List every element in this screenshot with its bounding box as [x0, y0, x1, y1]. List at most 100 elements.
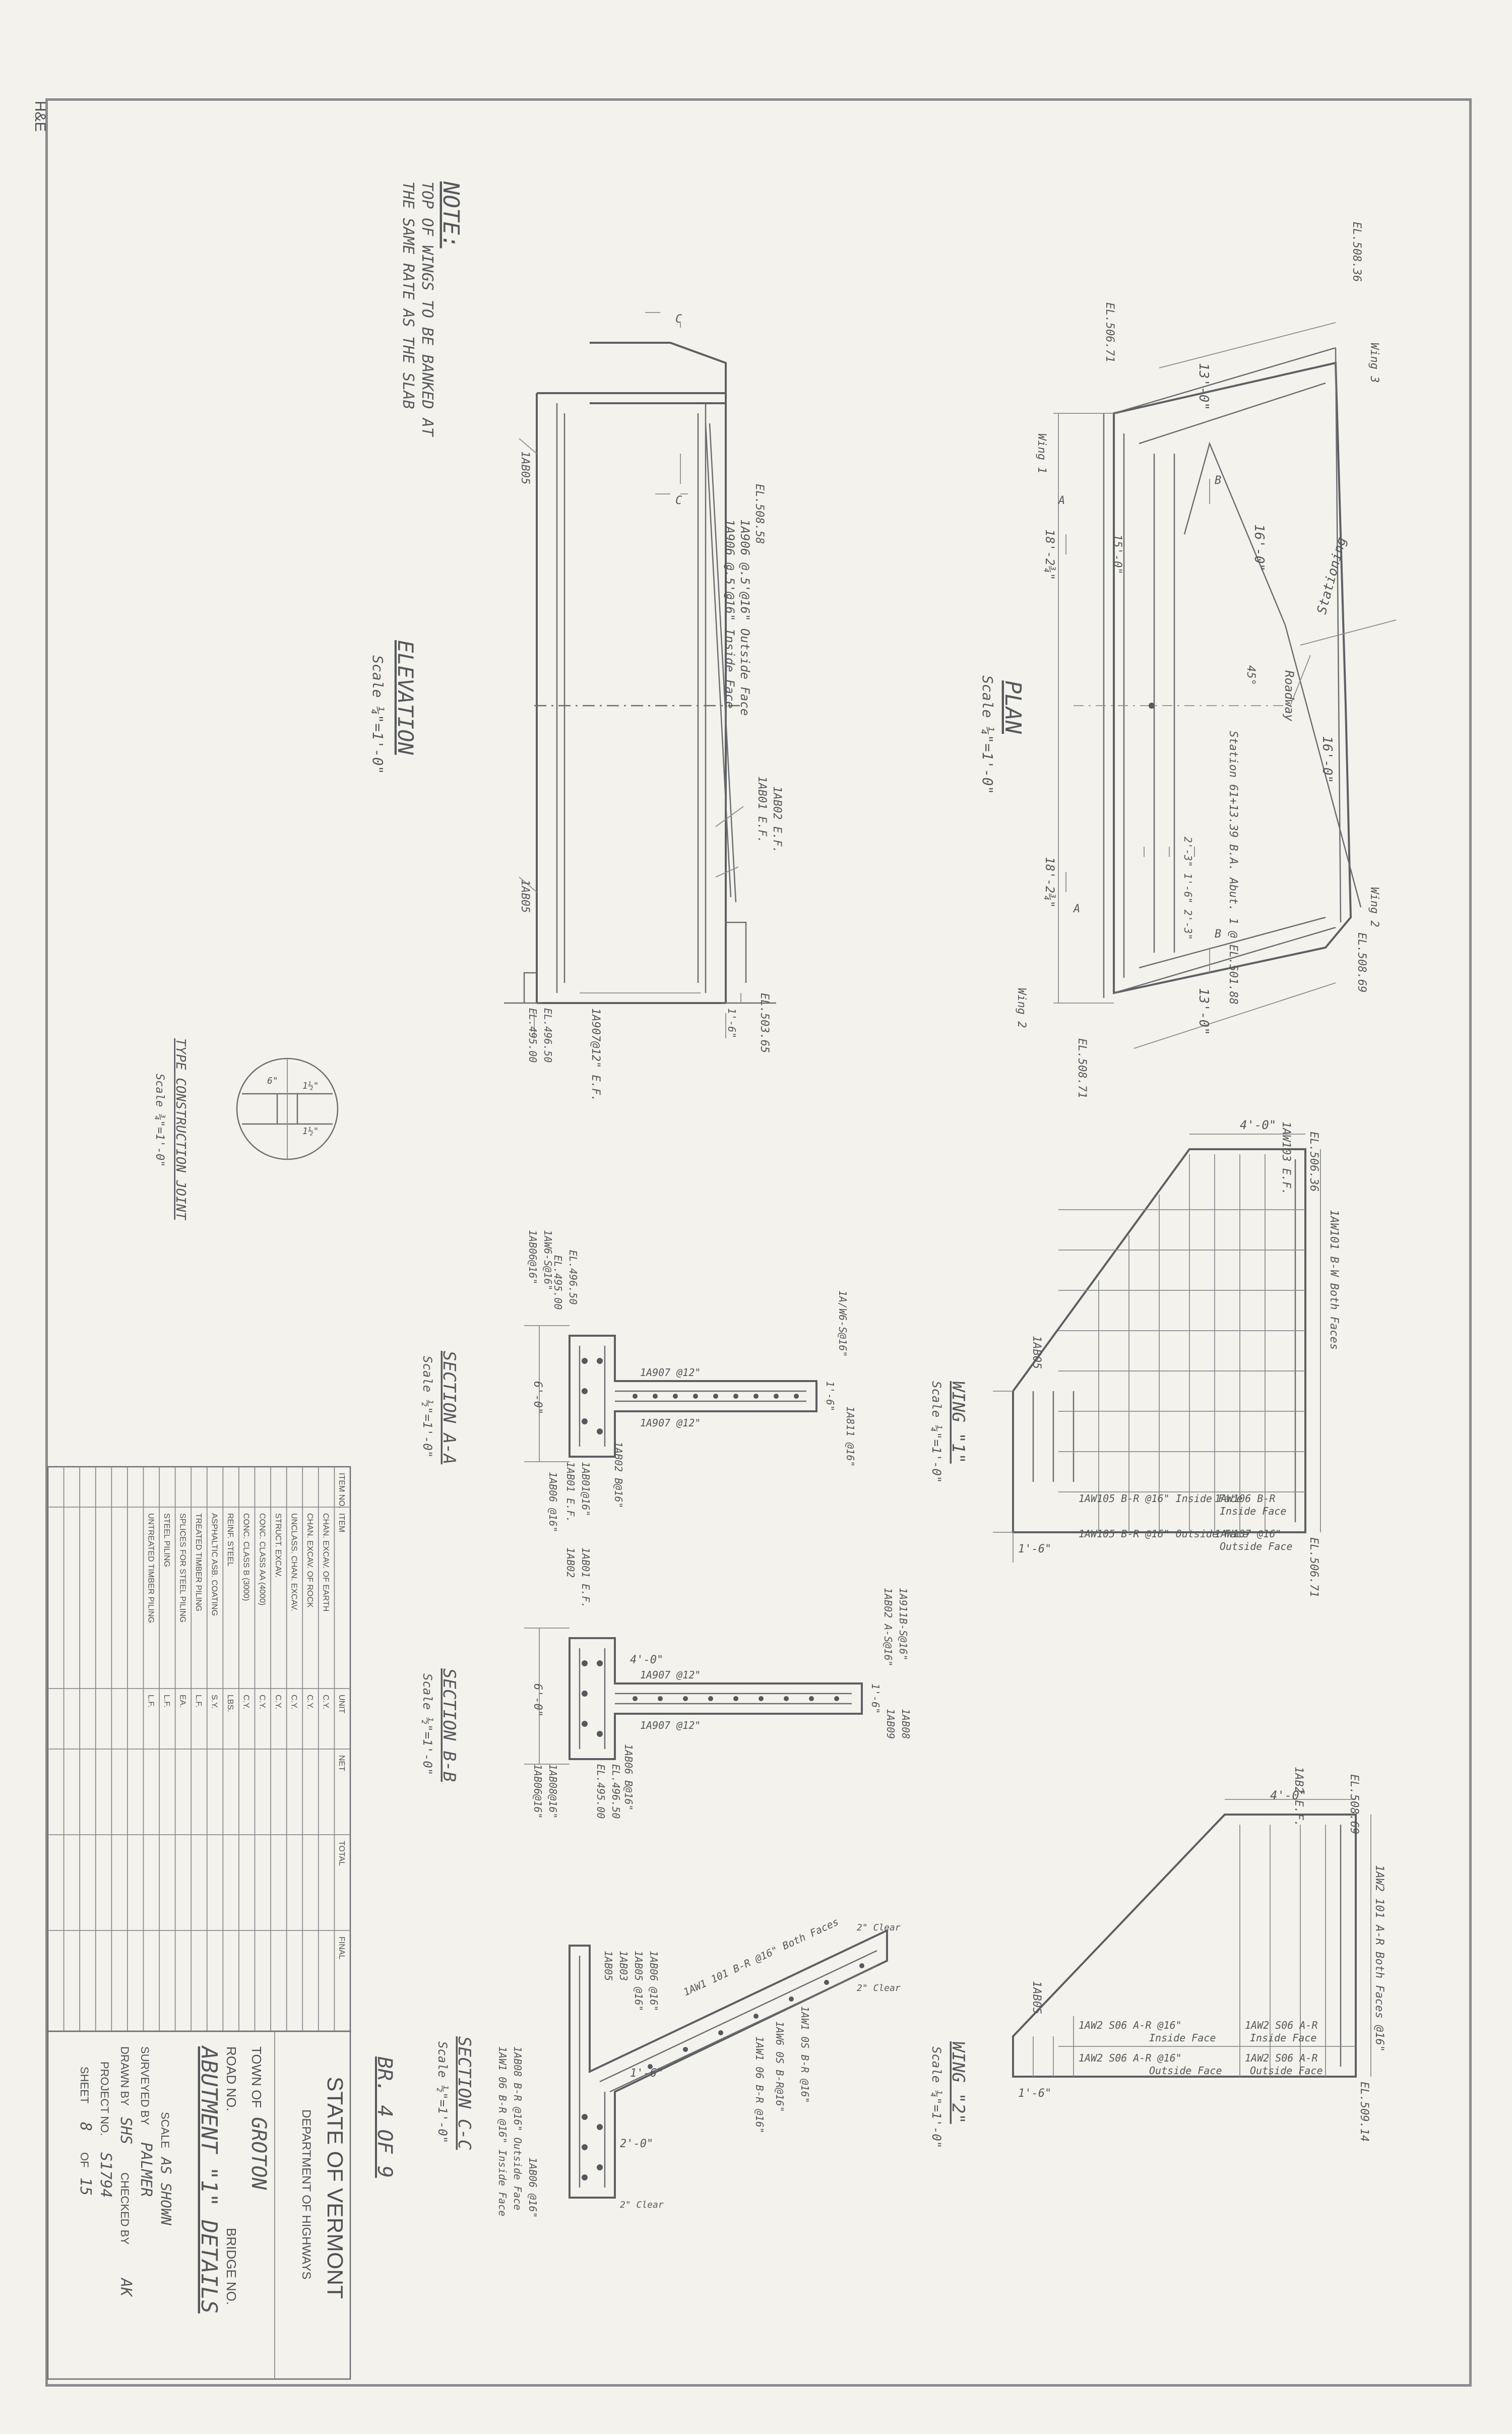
- plan-roadway: Roadway: [1282, 670, 1296, 722]
- table-cell: CHAN. EXCAV. OF ROCK: [305, 1513, 314, 1608]
- plan-title: PLAN: [1000, 680, 1026, 734]
- plan-dim-16-top: 16'-0": [1251, 524, 1267, 572]
- plan-dim-13-top: 13'-0": [1196, 363, 1211, 410]
- plan-stationing: Stationing: [1314, 536, 1349, 616]
- section-cc-dim2: 1'-6": [630, 2067, 663, 2080]
- wing2-bar-inside: 1AW2 S06 A-R @16": [1079, 2019, 1182, 2031]
- section-cc-bar4: 1AW1 06 B-R @16": [753, 2036, 766, 2134]
- wing1-left: 1AB05: [1030, 1336, 1043, 1369]
- table-cell: STEEL PILING: [162, 1513, 171, 1567]
- section-bb-bar7: 1AB06@16": [532, 1764, 544, 1819]
- section-bb-scale: Scale ½"=1'-0": [420, 1673, 434, 1775]
- section-cc-scale: Scale ½"=1'-0": [435, 2041, 450, 2143]
- title-scale-value: AS SHOWN: [158, 2156, 174, 2225]
- title-block: STATE OF VERMONT DEPARTMENT OF HIGHWAYS …: [47, 2030, 396, 2380]
- wing2-bar-outside: 1AW2 S06 A-R @16": [1079, 2052, 1182, 2064]
- section-aa-bar2: 1A907 @12": [640, 1417, 701, 1429]
- elevation-section-c: C: [675, 313, 682, 326]
- elevation-bars-outside: 1A906 @.5'@16" Outside Face: [738, 519, 752, 716]
- joint-d3: 1½": [302, 1126, 319, 1137]
- table-cell: L.F.: [146, 1695, 155, 1708]
- section-aa-bar4: 1AB01 E.F.: [564, 1462, 577, 1522]
- section-cc-bar3: 1AW6 0S B-R@16": [774, 2021, 786, 2112]
- section-bb-bar9: 1A911B-S@16": [897, 1588, 909, 1661]
- title-sheet-label: SHEET: [78, 2067, 91, 2103]
- elevation-bar-d: 1AB02 E.F.: [771, 786, 783, 853]
- elevation-dim-right: 1'-6": [726, 1008, 738, 1038]
- title-project-label: PROJECT NO.: [98, 2062, 111, 2136]
- wing1-bars-face: 1AW101 B-W Both Faces: [1328, 1210, 1340, 1350]
- table-cell: UNCLASS. CHAN. EXCAV.: [289, 1513, 298, 1611]
- table-cell: UNTREATED TIMBER PILING: [146, 1513, 155, 1623]
- section-cc-bar9: 1AB08 B-R @16" Outside Face: [512, 2046, 524, 2210]
- note-block: NOTE: TOP OF WINGS TO BE BANKED AT THE S…: [399, 181, 464, 438]
- section-cc-cover1: 2" Clear: [857, 1922, 901, 1933]
- table-cell: EA.: [178, 1695, 186, 1708]
- section-aa-bar7: 1AB06 @16": [547, 1472, 559, 1532]
- table-cell: S.Y.: [210, 1695, 219, 1709]
- title-br-label: BR. 4 OF 9: [373, 2056, 396, 2178]
- section-cc-cover2: 2" Clear: [857, 1983, 901, 1993]
- section-aa-bar6: 1A811 @16": [844, 1406, 856, 1467]
- elevation-el-bot: EL.503.65: [758, 993, 771, 1053]
- elevation-el-top-left: EL.508.58: [753, 484, 766, 544]
- wing2-bar-r1: 1AW2 S06 A-R: [1245, 2019, 1318, 2031]
- plan-dim-18-top: 18'-2¾": [1043, 529, 1057, 580]
- section-cc-bar7: 1AB05 @16": [633, 1951, 645, 2011]
- title-sheet-no: 8: [77, 2122, 94, 2131]
- wing1-top: 1AW103 E.F.: [1280, 1121, 1292, 1195]
- table-header: ITEM NO.: [337, 1473, 346, 1509]
- table-header: UNIT: [337, 1695, 346, 1714]
- table-cell: REINF. STEEL: [226, 1513, 234, 1567]
- wing1-bar-outside: 1AW105 B-R @16" Outside Face: [1079, 1528, 1248, 1540]
- table-cell: CONC. CLASS AA (4000): [258, 1513, 266, 1605]
- table-cell: SPLICES FOR STEEL PILING: [178, 1513, 186, 1622]
- section-bb-bar1: 1A907 @12": [640, 1669, 701, 1681]
- wing2-bar-r2: 1AW2 S06 A-R: [1245, 2052, 1318, 2064]
- wing2-top: 1AB2 E.F.: [1292, 1767, 1305, 1827]
- title-drawing: ABUTMENT "1" DETAILS: [196, 2045, 222, 2314]
- wing1-bar-r2: 1AW107 @16": [1215, 1528, 1281, 1540]
- wing2-bars-face: 1AW2 101 A-R Both Faces @16": [1373, 1865, 1385, 2052]
- section-aa-bar5: 1AB02 B@16": [612, 1442, 624, 1508]
- section-bb-bar10: 1AB09: [885, 1709, 897, 1739]
- section-bb-bar4: 1AB02: [564, 1547, 577, 1578]
- title-checked-label: CHECKED BY: [118, 2172, 131, 2244]
- title-surveyed: PALMER: [137, 2142, 155, 2197]
- section-cc-title: SECTION C-C: [454, 2036, 474, 2150]
- title-sheet-total: 15: [77, 2177, 94, 2196]
- joint-d2: 1½": [302, 1081, 319, 1091]
- plan-el-bot: EL.508.71: [1076, 1038, 1088, 1098]
- section-cc-bar5: 1AB05: [602, 1951, 614, 1981]
- plan-dim-15: 15'-0": [1111, 534, 1123, 574]
- table-cell: C.Y.: [274, 1695, 282, 1709]
- joint-title: TYPE CONSTRUCTION JOINT: [173, 1038, 188, 1220]
- plan-section-b-1: B: [1215, 474, 1221, 487]
- title-of-label: OF: [78, 2152, 91, 2168]
- table-header: FINAL: [337, 1937, 346, 1959]
- table-cell: C.Y.: [305, 1695, 314, 1709]
- section-cc-bar8: 1AB06 @16": [648, 1951, 660, 2011]
- table-cell: TREATED TIMBER PILING: [194, 1513, 203, 1611]
- elevation-bar-b: 1AB05: [519, 880, 531, 913]
- table-cell: L.F.: [162, 1695, 171, 1708]
- elevation-title: ELEVATION: [393, 640, 418, 755]
- section-bb-bar6: 1AB08@16": [547, 1764, 559, 1819]
- wing1-dim-bot: 1'-6": [1018, 1543, 1051, 1555]
- wing-2-view: EL.508.69 1AB2 E.F. 4'-0" 1AW2 101 A-R B…: [929, 1767, 1385, 2148]
- table-cell: STRUCT. EXCAV.: [274, 1513, 282, 1578]
- plan-el-top-right: EL.508.36: [1350, 222, 1363, 282]
- quantities-grid: [48, 1467, 350, 2031]
- section-aa-dim2: 1'-6": [824, 1381, 836, 1411]
- table-header: TOTAL: [337, 1841, 346, 1866]
- table-cell: C.Y.: [289, 1695, 298, 1709]
- section-bb-bar5: 1AB01 E.F.: [580, 1547, 592, 1608]
- plan-section-b-2: B: [1215, 928, 1221, 941]
- section-cc-bar1: 1AW1 101 B-R @16" Both Faces: [681, 1915, 841, 1998]
- section-bb-dim-top: 4'-0": [630, 1654, 663, 1666]
- table-header: NET: [337, 1755, 346, 1771]
- section-cc-rebar-dots: [582, 1963, 864, 2180]
- plan-dims-mid: 2'-3" 1'-6" 2'-3": [1182, 837, 1194, 940]
- title-dept: DEPARTMENT OF HIGHWAYS: [299, 2109, 313, 2279]
